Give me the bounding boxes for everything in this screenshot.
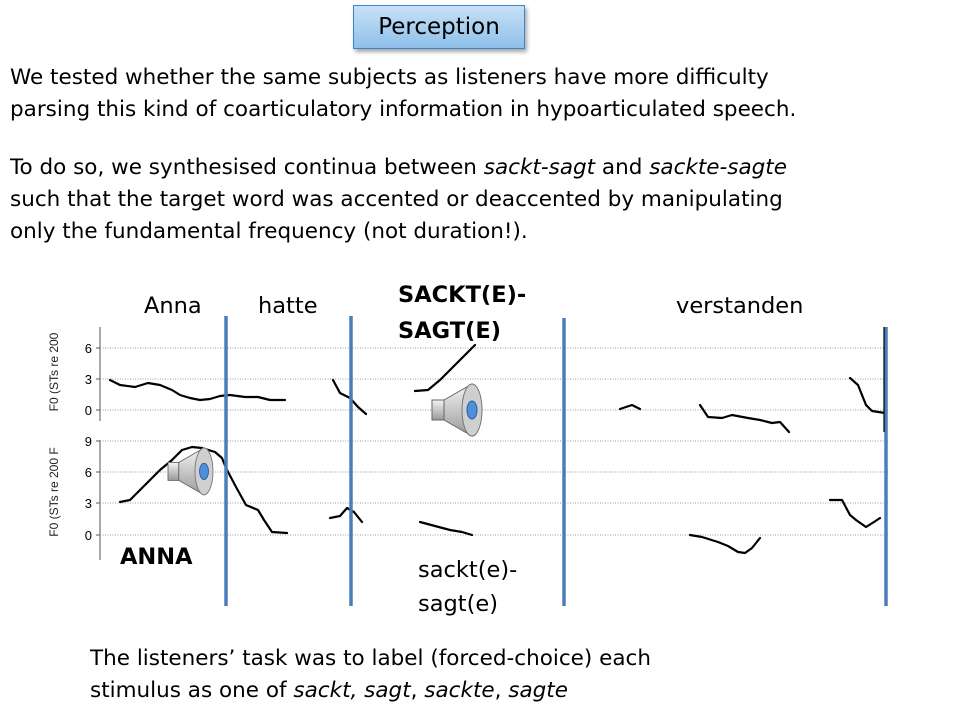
label-anna-accented: ANNA <box>120 544 193 570</box>
label-sackt-upper-1: SACKT(E)- <box>398 282 527 308</box>
label-sackt-sagt-deaccented: sackt(e)- sagt(e) <box>418 553 517 621</box>
task-line-1: The listeners’ task was to label (forced… <box>90 646 651 671</box>
y-tick-label: 0 <box>85 528 92 543</box>
label-sackt-upper-2: SAGT(E) <box>398 318 501 344</box>
label-sackt-lower-2: sagt(e) <box>418 591 499 617</box>
y-tick-label: 6 <box>85 341 92 356</box>
f0-curve-1-6 <box>848 376 887 415</box>
upper-axes: 0 3 6 F0 (STs re 200 <box>47 327 888 421</box>
intro-line-1: We tested whether the same subjects as l… <box>10 65 769 90</box>
perception-title: Perception <box>353 5 525 49</box>
label-verstanden: verstanden <box>676 293 804 319</box>
label-hatte: hatte <box>258 293 318 319</box>
lower-axes: 0 3 6 9 F0 (STs re 200 F <box>47 434 888 560</box>
label-sackt-lower-1: sackt(e)- <box>418 557 518 583</box>
f0-curve-2-4 <box>418 520 474 537</box>
task-term-sackt-sagt: sackt, sagt <box>293 678 411 703</box>
y-tick-label: 9 <box>85 434 92 449</box>
speaker-icon[interactable] <box>167 447 214 496</box>
f0-curve-1-1 <box>108 378 287 402</box>
task-sep-2: , <box>494 678 509 703</box>
task-paragraph: The listeners’ task was to label (forced… <box>90 643 651 707</box>
f0-curve-2-5 <box>688 533 762 555</box>
f0-curve-2-3 <box>328 506 364 524</box>
f0-curve-1-4 <box>618 403 642 411</box>
y-axis-label: F0 (STs re 200 <box>47 332 61 411</box>
method-term-sackte-sagte: sackte-sagte <box>649 155 787 180</box>
y-tick-label: 6 <box>85 465 92 480</box>
y-tick-label: 0 <box>85 403 92 418</box>
speaker-icon[interactable] <box>431 383 483 437</box>
method-line-3: only the fundamental frequency (not dura… <box>10 219 528 244</box>
task-sep-1: , <box>410 678 425 703</box>
label-sackt-sagt-accented: SACKT(E)- SAGT(E) <box>398 277 526 349</box>
f0-curve-2-6 <box>828 498 882 529</box>
method-paragraph: To do so, we synthesised continua betwee… <box>10 152 787 248</box>
method-term-sackt-sagt: sackt-sagt <box>483 155 596 180</box>
f0-curve-2-1 <box>118 445 228 504</box>
method-line-1a: To do so, we synthesised continua betwee… <box>10 155 484 180</box>
y-tick-label: 3 <box>85 496 92 511</box>
method-line-2: such that the target word was accented o… <box>10 187 783 212</box>
method-line-1b: and <box>595 155 650 180</box>
y-axis-label: F0 (STs re 200 F <box>47 447 61 536</box>
intro-line-2: parsing this kind of coarticulatory info… <box>10 97 797 122</box>
speaker-icon-upper[interactable] <box>431 383 483 437</box>
speaker-icon-lower[interactable] <box>167 447 214 496</box>
word-dividers <box>224 316 888 606</box>
y-tick-label: 3 <box>85 372 92 387</box>
f0-curve-1-5 <box>698 403 791 434</box>
intro-paragraph: We tested whether the same subjects as l… <box>10 62 796 126</box>
label-anna: Anna <box>144 293 202 319</box>
task-term-sackte: sackte <box>424 678 495 703</box>
task-line-2a: stimulus as one of <box>90 678 294 703</box>
f0-curve-2-2 <box>224 466 289 535</box>
task-term-sagte: sagte <box>508 678 568 703</box>
f0-curve-1-3 <box>413 343 477 393</box>
